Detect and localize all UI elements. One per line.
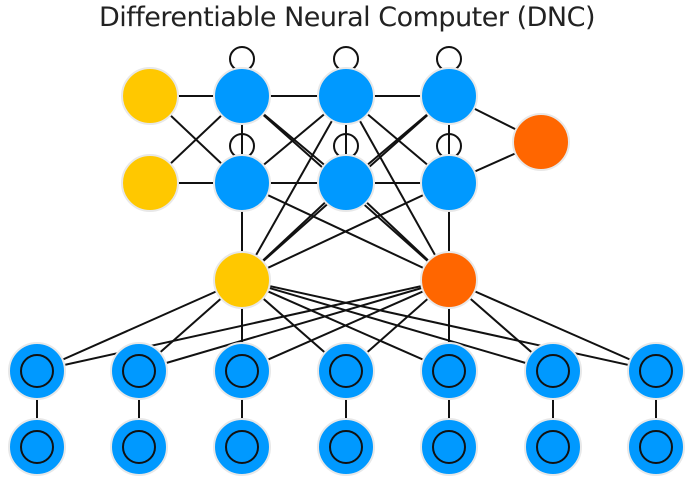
node-h-5	[420, 67, 478, 125]
node-m-9	[110, 418, 168, 476]
node-h-6	[420, 154, 478, 212]
node-m-2	[110, 342, 168, 400]
memory-cell-ring-m-13	[536, 430, 570, 464]
edge-write-m-7	[448, 279, 657, 372]
node-m-14	[627, 418, 685, 476]
node-layer	[8, 67, 685, 476]
node-m-1	[8, 342, 66, 400]
node-in-1	[121, 67, 179, 125]
memory-cell-ring-m-5	[432, 354, 466, 388]
edge-read-m-1	[36, 279, 243, 372]
edge-write-m-1	[36, 279, 450, 372]
edge-write-m-3	[241, 279, 450, 372]
node-m-11	[317, 418, 375, 476]
node-h-2	[213, 154, 271, 212]
memory-cell-ring-m-14	[639, 430, 673, 464]
edge-h-3-read	[241, 95, 347, 281]
node-m-10	[213, 418, 271, 476]
node-out-1	[512, 113, 570, 171]
edge-h-3-write	[345, 95, 450, 281]
node-h-1	[213, 67, 271, 125]
node-write	[420, 251, 478, 309]
node-m-6	[524, 342, 582, 400]
node-m-13	[524, 418, 582, 476]
node-m-8	[8, 418, 66, 476]
edge-h-6-read	[241, 182, 450, 281]
memory-cell-ring-m-1	[20, 354, 54, 388]
node-in-2	[121, 154, 179, 212]
node-h-3	[317, 67, 375, 125]
memory-cell-ring-m-12	[432, 430, 466, 464]
node-m-3	[213, 342, 271, 400]
memory-cell-ring-m-2	[122, 354, 156, 388]
node-read	[213, 251, 271, 309]
memory-cell-ring-m-10	[225, 430, 259, 464]
memory-cell-ring-m-11	[329, 430, 363, 464]
node-m-5	[420, 342, 478, 400]
memory-cell-ring-m-4	[329, 354, 363, 388]
node-m-7	[627, 342, 685, 400]
memory-cell-ring-m-7	[639, 354, 673, 388]
diagram-title: Differentiable Neural Computer (DNC)	[99, 2, 595, 33]
node-m-4	[317, 342, 375, 400]
memory-cell-ring-m-3	[225, 354, 259, 388]
memory-cell-ring-m-6	[536, 354, 570, 388]
edge-write-m-2	[138, 279, 450, 372]
node-m-12	[420, 418, 478, 476]
memory-cell-ring-m-9	[122, 430, 156, 464]
memory-cell-ring-m-8	[20, 430, 54, 464]
node-h-4	[317, 154, 375, 212]
